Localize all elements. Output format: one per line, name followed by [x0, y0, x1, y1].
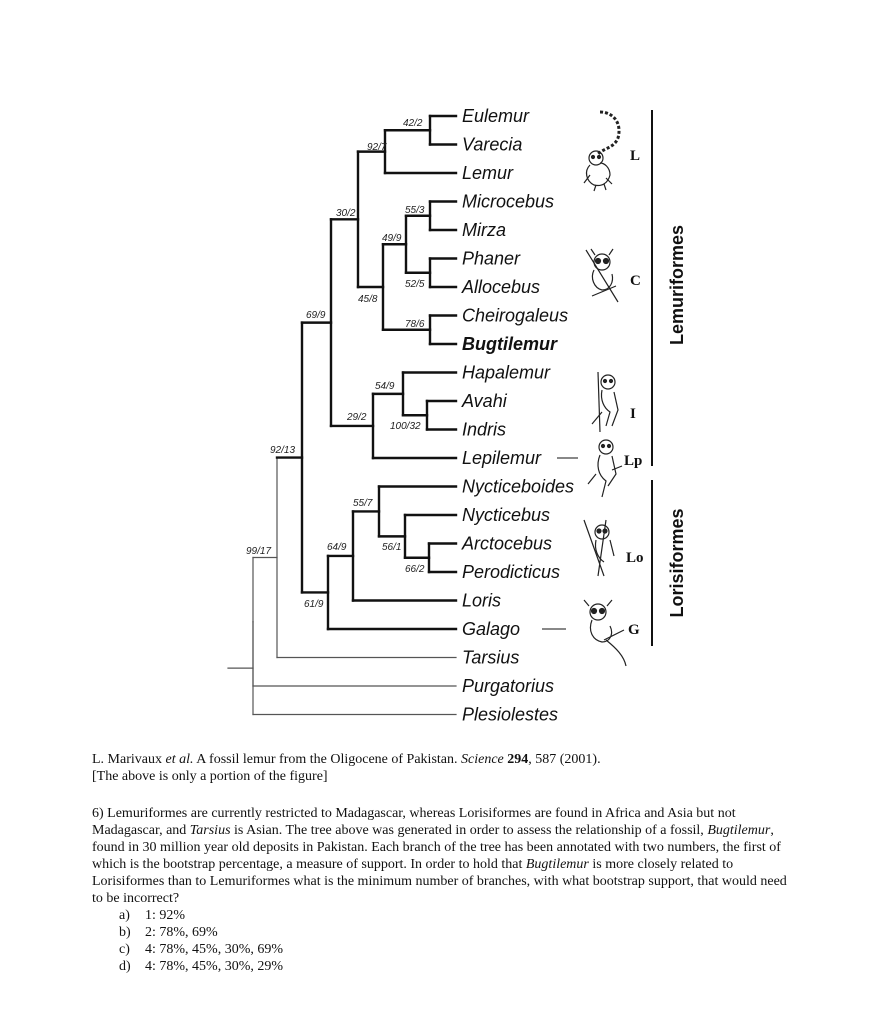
q-part-5: , found in 30 million year old deposits … — [92, 823, 781, 872]
support-label: 42/2 — [403, 118, 423, 129]
group-label-l: L — [630, 148, 640, 164]
group-label-i: I — [630, 406, 636, 422]
taxon-label: Bugtilemur — [462, 334, 558, 354]
taxon-label: Purgatorius — [462, 676, 554, 696]
group-label-c: C — [630, 273, 641, 289]
loris-illustration — [583, 519, 615, 577]
answer-list: a) 1: 92% b) 2: 78%, 69% c) 4: 78%, 45%, 30… — [92, 907, 792, 975]
taxon-labels: EulemurVareciaLemurMicrocebusMirzaPhaner… — [461, 106, 574, 725]
answer-text: 4: 78%, 45%, 30%, 29% — [145, 959, 284, 974]
clade-label-lorisiformes: Lorisiformes — [667, 508, 687, 617]
citation-title: A fossil lemur from the Oligocene of Pak… — [193, 752, 461, 767]
answer-text: 2: 78%, 69% — [145, 925, 218, 940]
taxon-label: Phaner — [462, 249, 521, 269]
q-bugtilemur-1: Bugtilemur — [707, 823, 771, 838]
taxon-label: Cheirogaleus — [462, 306, 568, 326]
citation-authors: L. Marivaux — [92, 752, 166, 767]
taxon-label: Avahi — [461, 391, 508, 411]
support-label: 100/32 — [390, 421, 421, 432]
taxon-label: Allocebus — [461, 277, 540, 297]
q-part-7: is more closely related to Lorisiformes … — [92, 857, 787, 906]
support-label: 92/13 — [270, 445, 295, 456]
taxon-label: Plesiolestes — [462, 705, 558, 725]
taxon-label: Mirza — [462, 220, 506, 240]
support-label: 54/9 — [375, 381, 395, 392]
answer-letter: a) — [119, 908, 130, 923]
taxon-label: Microcebus — [462, 192, 554, 212]
lepilemur-illustration — [587, 439, 623, 498]
support-label: 52/5 — [405, 279, 425, 290]
citation-pages: , 587 (2001). — [528, 752, 601, 767]
answer-option[interactable]: d) 4: 78%, 45%, 30%, 29% — [119, 958, 792, 975]
support-label: 30/2 — [336, 208, 356, 219]
taxon-label: Indris — [462, 420, 506, 440]
support-label: 99/17 — [246, 546, 271, 557]
taxon-label: Nycticeboides — [462, 477, 574, 497]
answer-option[interactable]: a) 1: 92% — [119, 907, 792, 924]
answer-option[interactable]: b) 2: 78%, 69% — [119, 924, 792, 941]
support-label: 78/6 — [405, 319, 425, 330]
taxon-label: Lemur — [462, 163, 514, 183]
answer-text: 4: 78%, 45%, 30%, 69% — [145, 942, 284, 957]
taxon-label: Galago — [462, 619, 520, 639]
lemur-illustration — [583, 110, 621, 192]
support-label: 92/7 — [367, 142, 387, 153]
answer-letter: c) — [119, 942, 130, 957]
clade-label-lemuriformes: Lemuriformes — [667, 225, 687, 345]
q-part-3: is Asian. The tree above was generated i… — [230, 823, 708, 838]
question-block: 6) Lemuriformes are currently restricted… — [92, 805, 792, 975]
citation-volume: 294 — [507, 752, 529, 767]
group-bars — [542, 110, 653, 646]
taxon-label: Perodicticus — [462, 562, 560, 582]
q-tarsius: Tarsius — [189, 823, 231, 838]
taxon-label: Loris — [462, 591, 501, 611]
support-label: 49/9 — [382, 233, 402, 244]
support-label: 45/8 — [358, 294, 378, 305]
support-labels: 42/2 92/7 30/2 55/3 49/9 52/5 45/8 78/6 69/9 54/9… — [246, 118, 425, 610]
galago-illustration — [583, 599, 627, 667]
answer-text: 1: 92% — [145, 908, 186, 923]
citation-journal: Science — [461, 752, 504, 767]
support-label: 64/9 — [327, 542, 347, 553]
q-part-1: 6) Lemuriformes are currently restricted… — [92, 806, 736, 838]
support-label: 56/1 — [382, 542, 401, 553]
mouse-lemur-illustration — [585, 248, 619, 303]
taxon-label: Nycticebus — [462, 505, 550, 525]
q-bugtilemur-2: Bugtilemur — [525, 857, 589, 872]
support-label: 55/3 — [405, 205, 425, 216]
group-label-lp: Lp — [624, 453, 642, 469]
tree-branches — [227, 114, 458, 716]
group-label-g: G — [628, 622, 640, 638]
group-label-lo: Lo — [626, 550, 644, 566]
answer-letter: b) — [119, 925, 131, 940]
taxon-label: Tarsius — [462, 648, 519, 668]
taxon-label: Arctocebus — [461, 534, 552, 554]
caption-note: [The above is only a portion of the figu… — [92, 769, 328, 784]
phylogenetic-tree: EulemurVareciaLemurMicrocebusMirzaPhaner… — [227, 106, 687, 725]
indri-illustration — [591, 371, 619, 433]
support-label: 66/2 — [405, 564, 425, 575]
support-label: 29/2 — [346, 412, 367, 423]
answer-option[interactable]: c) 4: 78%, 45%, 30%, 69% — [119, 941, 792, 958]
support-label: 61/9 — [304, 599, 324, 610]
taxon-label: Lepilemur — [462, 448, 542, 468]
figure-caption: L. Marivaux et al. A fossil lemur from t… — [92, 751, 792, 785]
support-label: 69/9 — [306, 310, 326, 321]
taxon-label: Varecia — [462, 135, 522, 155]
citation-et-al: et al. — [165, 752, 194, 767]
citation-line: L. Marivaux et al. A fossil lemur from t… — [92, 751, 792, 768]
taxon-label: Hapalemur — [462, 363, 551, 383]
support-label: 55/7 — [353, 498, 373, 509]
question-text: 6) Lemuriformes are currently restricted… — [92, 805, 792, 907]
answer-letter: d) — [119, 959, 131, 974]
taxon-label: Eulemur — [462, 106, 530, 126]
